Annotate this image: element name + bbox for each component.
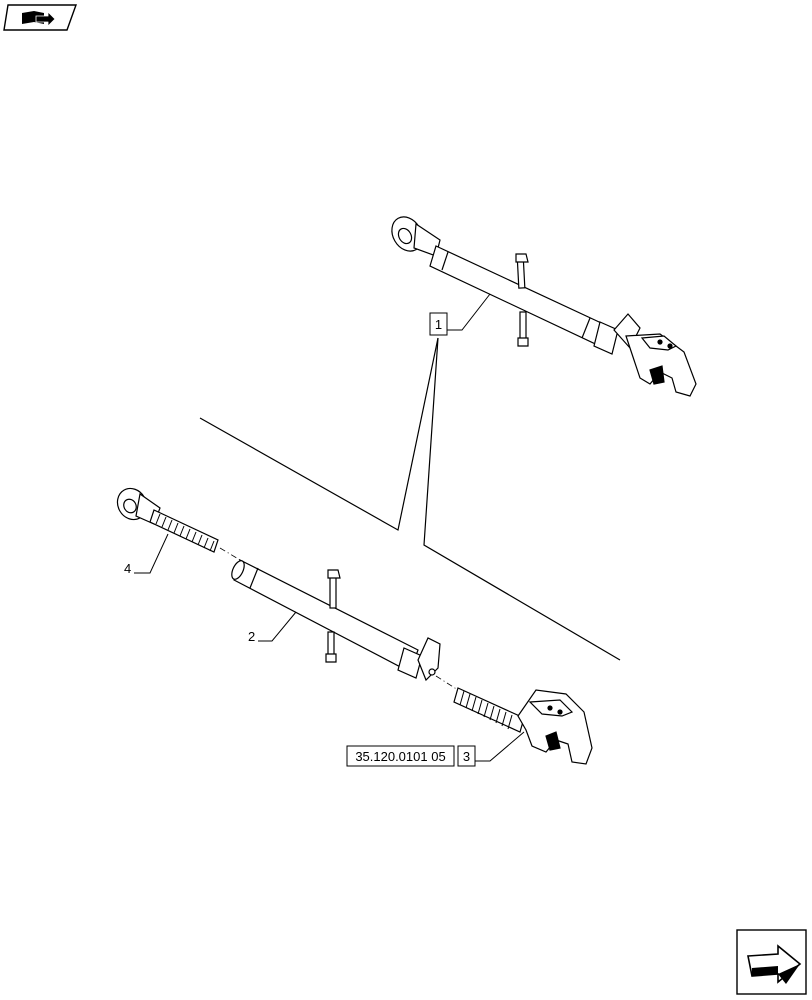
ball-eye-threaded-rod	[116, 487, 219, 553]
callout-2: 2	[248, 611, 297, 644]
top-link-assembly	[391, 216, 697, 397]
callout-4-label: 4	[124, 561, 131, 576]
callout-3: 35.120.0101 05 3	[346, 731, 525, 767]
reference-label: 35.120.0101 05	[355, 749, 445, 764]
callout-1: 1	[199, 293, 621, 661]
tube-with-handle	[231, 559, 441, 682]
callout-4: 4	[124, 533, 169, 576]
callout-1-label: 1	[435, 317, 442, 332]
next-page-arrow-icon[interactable]	[736, 929, 807, 995]
callout-3-label: 3	[463, 749, 470, 764]
callout-2-label: 2	[248, 629, 255, 644]
hook-end-threaded-rod	[453, 687, 593, 765]
book-arrow-icon[interactable]	[3, 4, 77, 31]
reference-box[interactable]	[346, 745, 455, 767]
